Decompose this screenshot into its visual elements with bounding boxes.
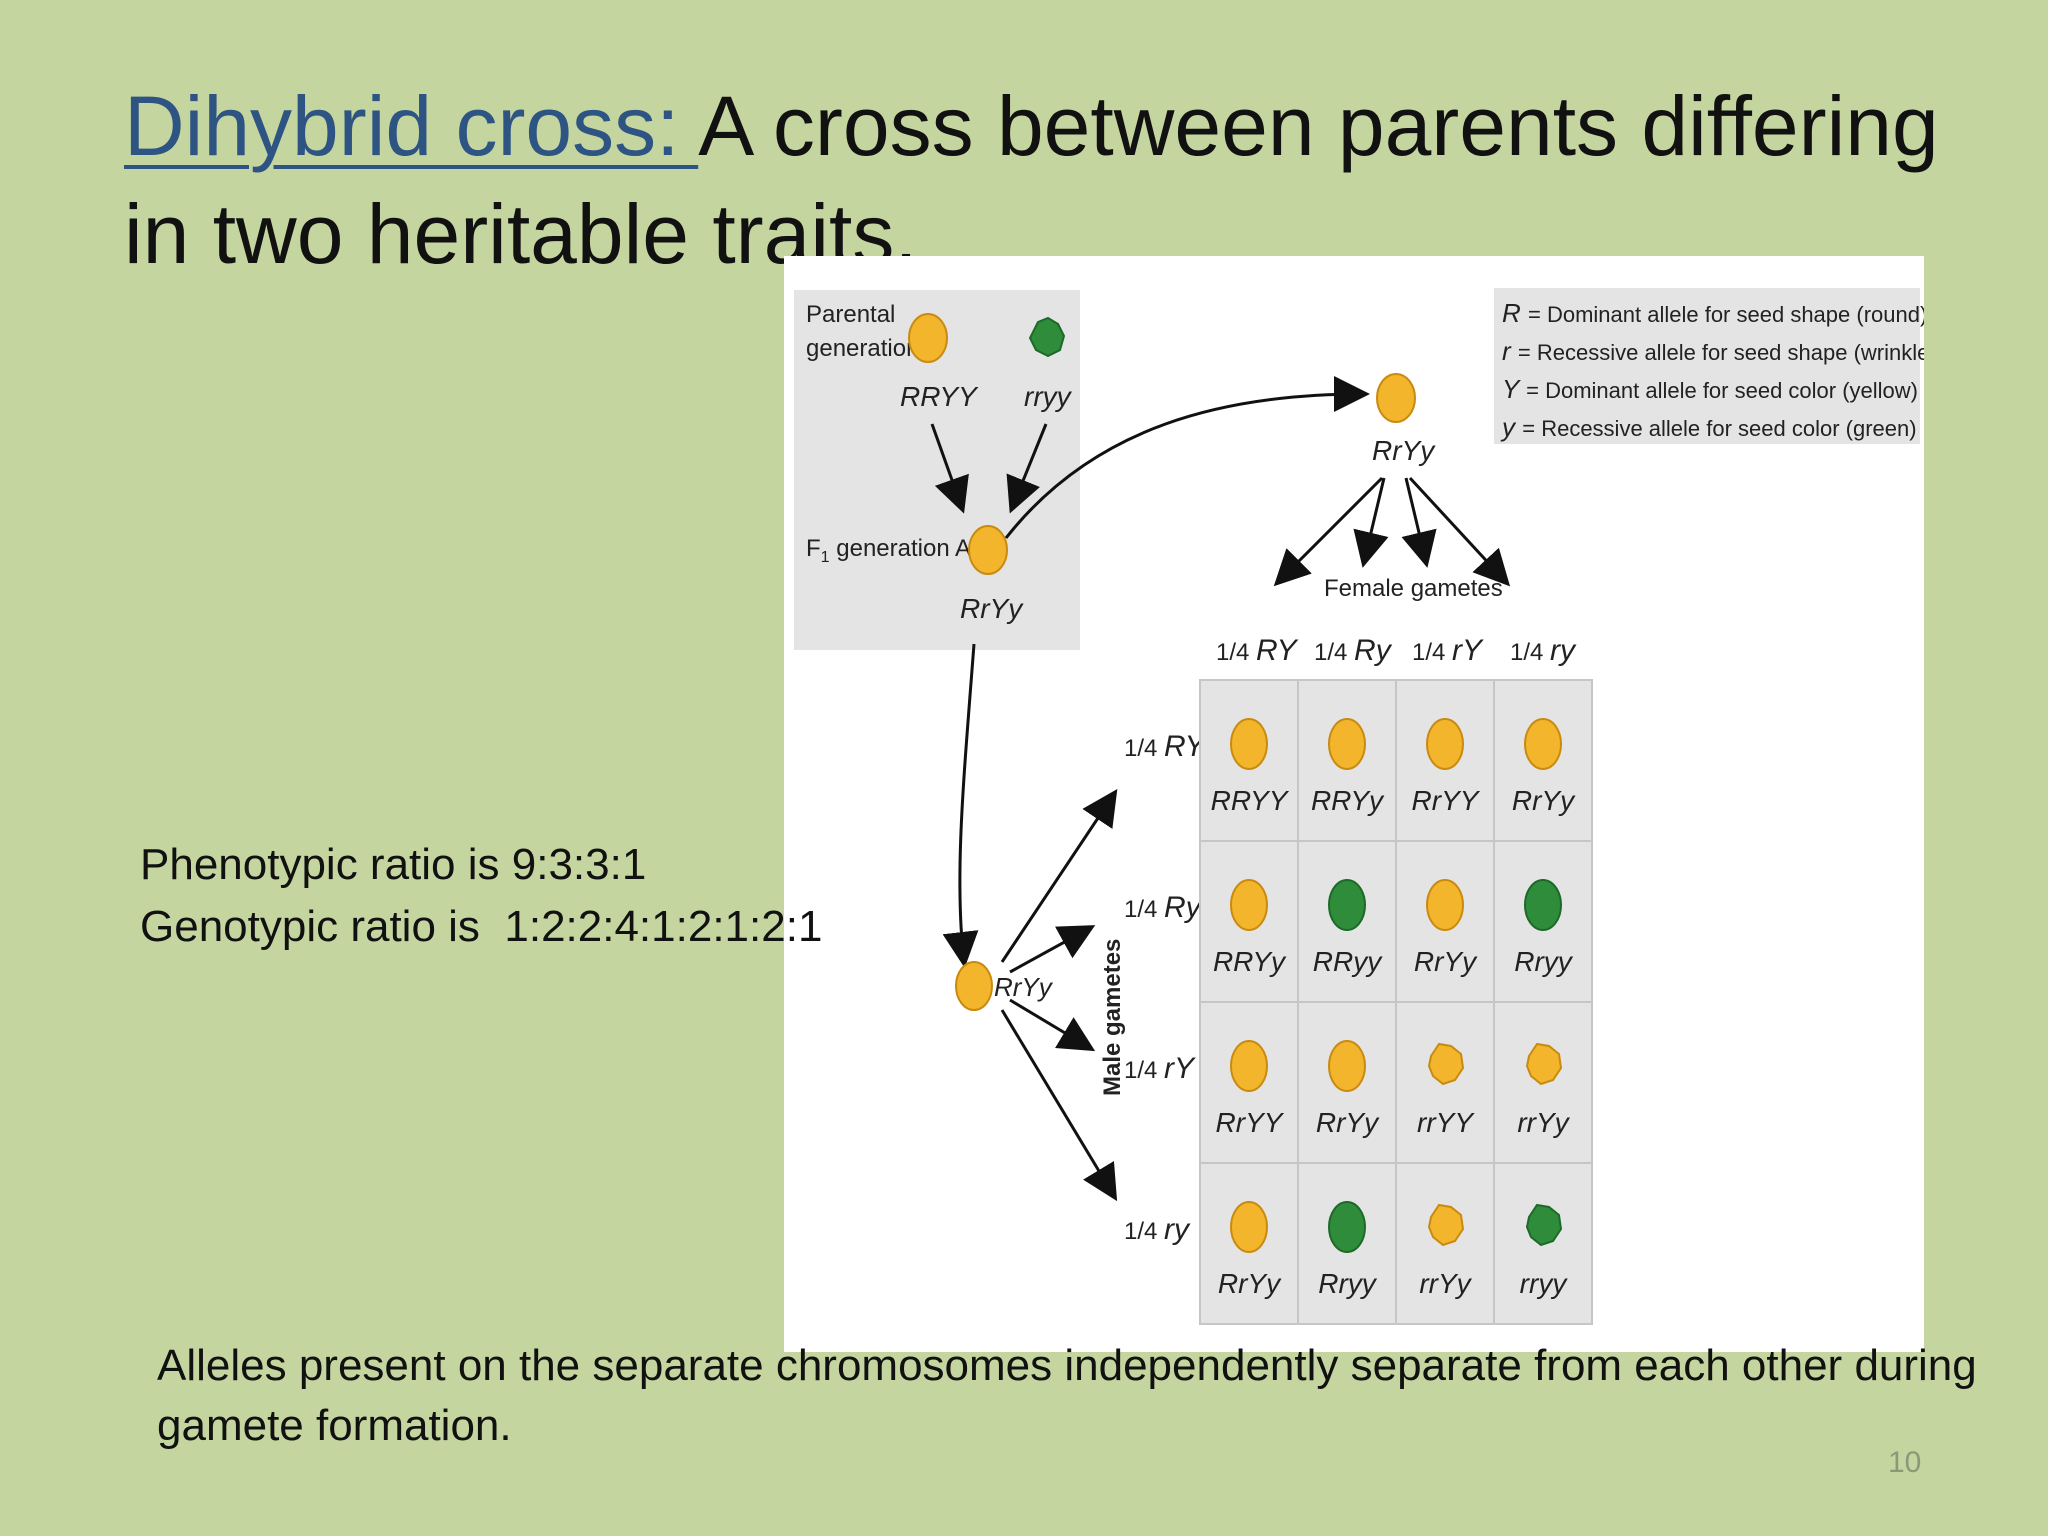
male-gametes-label: Male gametes [1099, 939, 1126, 1096]
arrow-f1-to-female [1004, 376, 1370, 539]
round-yellow-pea-icon [1426, 718, 1464, 770]
round-yellow-pea-icon [1230, 718, 1268, 770]
genotypic-ratio: Genotypic ratio is 1:2:2:4:1:2:1:2:1 [140, 902, 823, 951]
round-yellow-pea-icon [1230, 1040, 1268, 1092]
male-gamete-4: 1/4 ry [1124, 1213, 1191, 1246]
dihybrid-cross-link[interactable]: Dihybrid cross: [124, 79, 699, 173]
legend-entry-3: Y = Dominant allele for seed color (yell… [1502, 374, 1918, 404]
independent-assortment-note: Alleles present on the separate chromoso… [157, 1341, 1977, 1450]
allele-legend: R = Dominant allele for seed shape (roun… [1500, 298, 1949, 442]
arrow-f1-to-male [942, 643, 979, 968]
male-gamete-2: 1/4 Ry [1124, 891, 1203, 924]
cell-genotype: RRyy [1313, 946, 1383, 977]
legend-box [1494, 288, 1920, 444]
punnett-square: 1/4 RY 1/4 Ry 1/4 rY 1/4 ry 1/4 RY 1/4 Ry 1/4 … [1124, 634, 1593, 1325]
legend-entry-4: y = Recessive allele for seed color (gre… [1500, 412, 1917, 442]
round-yellow-pea-icon [1230, 1201, 1268, 1253]
male-gamete-3: 1/4 rY [1124, 1052, 1196, 1085]
parent1-genotype: RRYY [900, 381, 979, 412]
cell-genotype: rrYy [1517, 1107, 1570, 1138]
male-parent-genotype: RrYy [994, 972, 1054, 1002]
arrow-female-1 [1273, 476, 1384, 587]
arrow-male-3 [1009, 998, 1096, 1052]
round-yellow-pea-icon [1328, 1040, 1366, 1092]
cell-genotype: RRYy [1311, 785, 1385, 816]
arrow-female-4 [1408, 476, 1511, 587]
arrow-male-2 [1009, 925, 1096, 974]
round-green-pea-icon [1328, 1201, 1366, 1253]
female-gamete-1: 1/4 RY [1216, 634, 1299, 667]
cell-genotype: RrYy [1512, 785, 1576, 816]
round-green-pea-icon [1524, 879, 1562, 931]
parent2-genotype: rryy [1024, 381, 1073, 412]
cell-genotype: RrYy [1316, 1107, 1380, 1138]
male-gamete-1: 1/4 RY [1124, 730, 1207, 763]
punnett-diagram: Parental generation RRYY rryy F1 generat… [794, 288, 1949, 1325]
f1-label: F1 generation All [806, 535, 982, 566]
parental-label-1: Parental [806, 301, 895, 328]
cell-genotype: rrYY [1417, 1107, 1475, 1138]
female-parent-genotype: RrYy [1372, 435, 1436, 466]
phenotypic-ratio: Phenotypic ratio is 9:3:3:1 [140, 840, 647, 889]
cell-genotype: rrYy [1419, 1268, 1472, 1299]
female-gamete-2: 1/4 Ry [1314, 634, 1393, 667]
slide-title: Dihybrid cross: A cross between parents … [124, 72, 1984, 288]
arrow-parent2-to-f1 [1006, 423, 1048, 514]
female-parent-pea-icon [1376, 373, 1416, 423]
cell-genotype: RrYY [1412, 785, 1481, 816]
cell-genotype: Rryy [1514, 946, 1574, 977]
cell-genotype: Rryy [1318, 1268, 1378, 1299]
parental-label-2: generation [806, 335, 919, 362]
wrinkled-green-pea-icon [1525, 1203, 1563, 1247]
wrinkled-yellow-pea-icon [1427, 1042, 1465, 1086]
cell-genotype: RRYY [1211, 785, 1290, 816]
round-yellow-pea-icon [1328, 718, 1366, 770]
round-yellow-pea-icon [1230, 879, 1268, 931]
dihybrid-cross-figure: Parental generation RRYY rryy F1 generat… [784, 256, 1949, 1352]
arrow-female-2 [1353, 477, 1389, 568]
legend-entry-1: R = Dominant allele for seed shape (roun… [1502, 298, 1924, 328]
f1-pea-icon [968, 525, 1008, 575]
female-gamete-3: 1/4 rY [1412, 634, 1484, 667]
cell-genotype: RrYy [1414, 946, 1478, 977]
arrow-parent1-to-f1 [930, 423, 969, 514]
female-gametes-label: Female gametes [1324, 575, 1503, 602]
cell-genotype: RrYY [1216, 1107, 1285, 1138]
male-parent-pea-icon [955, 961, 993, 1011]
cell-genotype: RRYy [1213, 946, 1287, 977]
wrinkled-green-pea-icon [1028, 316, 1066, 358]
arrow-male-1 [1000, 789, 1118, 963]
female-gamete-4: 1/4 ry [1510, 634, 1577, 667]
wrinkled-yellow-pea-icon [1427, 1203, 1465, 1247]
f1-genotype: RrYy [960, 593, 1024, 624]
page-number: 10 [1888, 1446, 1922, 1479]
round-yellow-pea-icon [1524, 718, 1562, 770]
round-green-pea-icon [1328, 879, 1366, 931]
legend-entry-2: r = Recessive allele for seed shape (wri… [1502, 336, 1924, 366]
round-yellow-pea-icon [908, 313, 948, 363]
arrow-male-4 [1000, 1009, 1118, 1202]
arrow-female-3 [1401, 477, 1437, 568]
round-yellow-pea-icon [1426, 879, 1464, 931]
cell-genotype: RrYy [1218, 1268, 1282, 1299]
wrinkled-yellow-pea-icon [1525, 1042, 1563, 1086]
cell-genotype: rryy [1520, 1268, 1569, 1299]
